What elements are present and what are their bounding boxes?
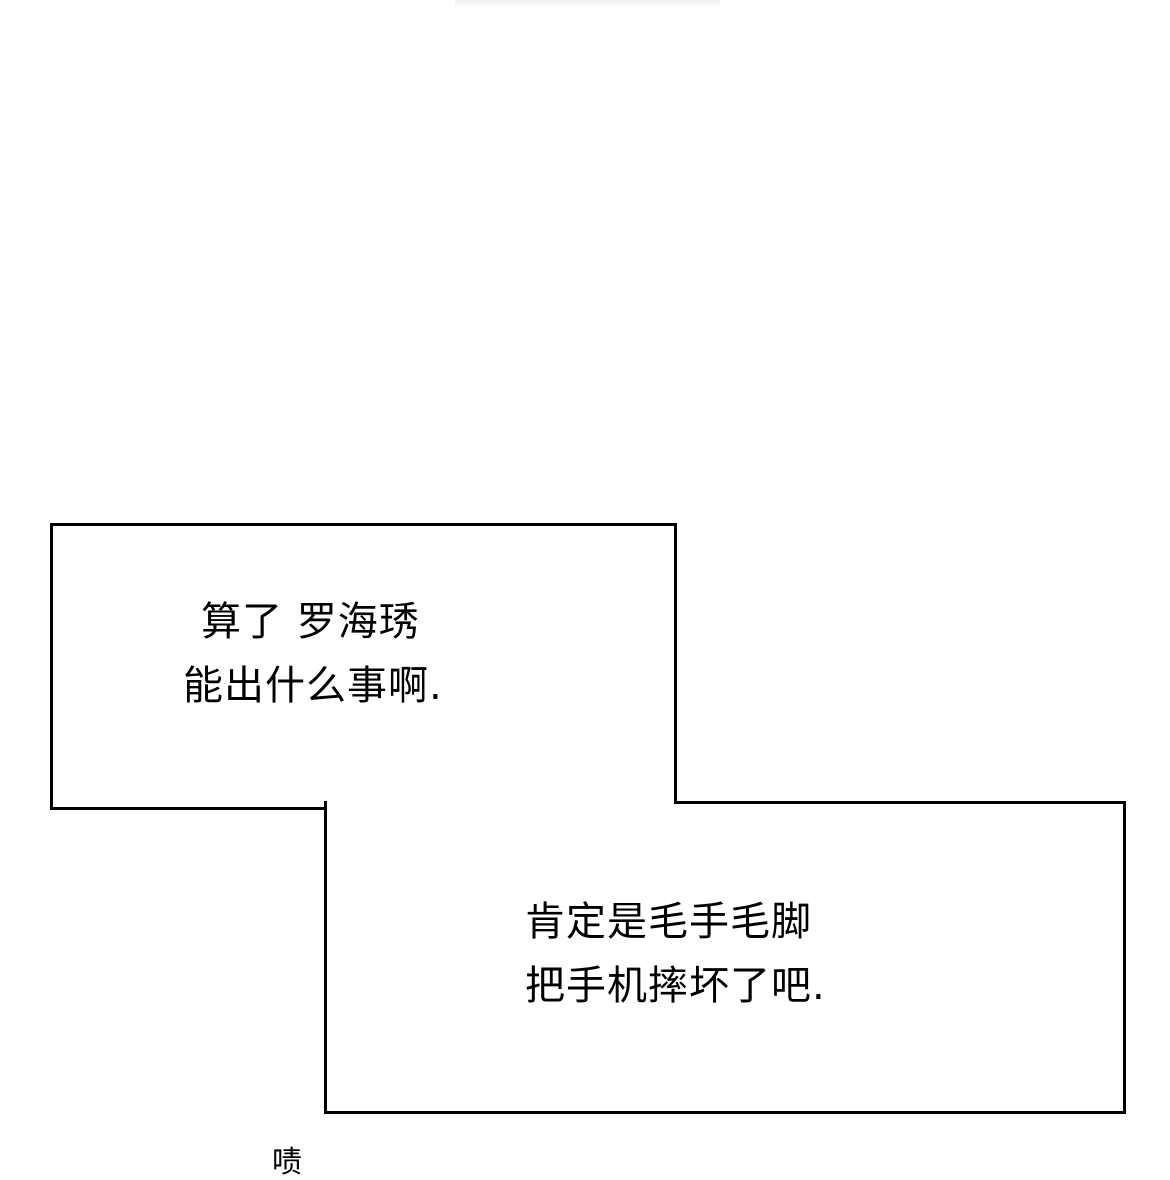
dialogue-text-lower: 肯定是毛手毛脚 把手机摔坏了吧.: [525, 890, 826, 1018]
dialogue-text-upper: 算了 罗海琇 能出什么事啊.: [183, 590, 443, 718]
dialogue-line: 肯定是毛手毛脚: [525, 899, 812, 945]
speech-box-upper-left: [50, 523, 677, 810]
top-edge-shadow: [455, 0, 720, 8]
sound-effect-fragment: 啧: [272, 1145, 302, 1180]
dialogue-line: 把手机摔坏了吧.: [525, 963, 826, 1009]
speech-box-join: [327, 799, 674, 813]
dialogue-line: 能出什么事啊.: [183, 663, 443, 709]
dialogue-line: 算了 罗海琇: [201, 599, 420, 645]
speech-box-lower-right: [324, 801, 1126, 1114]
